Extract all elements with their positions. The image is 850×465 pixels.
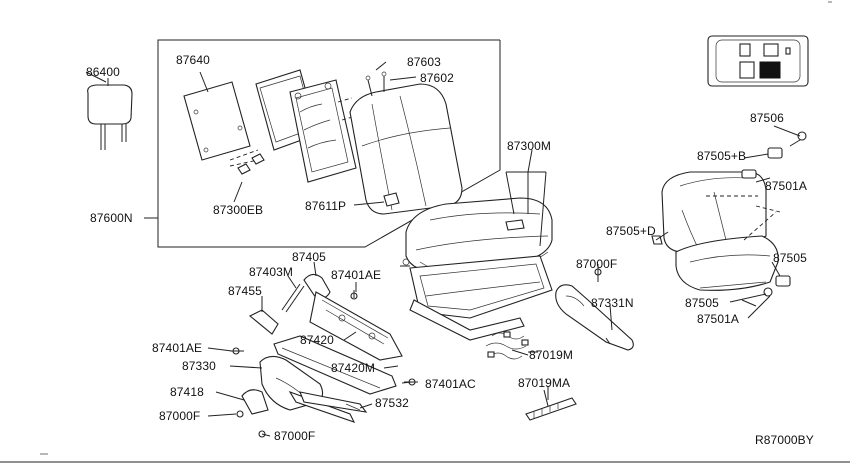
- callout-87331n: 87331N: [591, 296, 634, 310]
- callout-87640: 87640: [176, 53, 210, 67]
- headrest-86400: [87, 78, 133, 150]
- callout-87600n: 87600N: [90, 211, 133, 225]
- callout-87505-right: 87505: [773, 251, 807, 265]
- callout-87505d: 87505+D: [606, 224, 656, 238]
- leader-lines: [85, 61, 801, 437]
- seat-back-frame: [289, 79, 357, 183]
- callout-87000f-left: 87000F: [159, 409, 201, 423]
- callout-87000f-mid: 87000F: [576, 257, 618, 271]
- catalog-code: R87000BY: [755, 433, 814, 447]
- callout-87501a-top: 87501A: [765, 179, 807, 193]
- callout-87505b: 87505+B: [697, 149, 747, 163]
- back-panel-87640: [183, 71, 265, 175]
- callout-87401ae-top: 87401AE: [331, 268, 382, 282]
- callout-87401ae-left: 87401AE: [152, 341, 203, 355]
- callout-87405: 87405: [292, 250, 326, 264]
- group-bracket: [157, 39, 501, 248]
- callout-87420m: 87420M: [331, 361, 375, 375]
- callout-87501a-low: 87501A: [697, 312, 739, 326]
- right-seat-assembly: [651, 131, 807, 307]
- callout-87401ac: 87401AC: [425, 377, 476, 391]
- callout-87000f-bottom: 87000F: [274, 429, 316, 443]
- callout-87330: 87330: [182, 359, 216, 373]
- wiring-harness-87019m: [485, 331, 538, 360]
- callout-87420: 87420: [300, 333, 334, 347]
- seat-back-cushion-87602: [349, 71, 463, 215]
- callout-87602: 87602: [420, 71, 454, 85]
- callout-87505-low: 87505: [685, 296, 719, 310]
- connector-87019ma: [525, 389, 577, 421]
- callout-87506: 87506: [750, 111, 784, 125]
- callout-87300eb: 87300EB: [213, 203, 264, 217]
- callout-87603: 87603: [407, 55, 441, 69]
- callout-87455: 87455: [228, 284, 262, 298]
- callout-87019ma: 87019MA: [518, 376, 571, 390]
- callout-87418: 87418: [170, 385, 204, 399]
- callout-86400: 86400: [86, 65, 120, 79]
- recliner-mechanism: [230, 273, 418, 438]
- callout-87532: 87532: [375, 396, 409, 410]
- callout-87019m: 87019M: [529, 348, 573, 362]
- vehicle-location-icon: [707, 35, 809, 87]
- callout-87403m: 87403M: [249, 265, 293, 279]
- callout-87611p: 87611P: [305, 199, 347, 213]
- callout-87300m: 87300M: [507, 139, 551, 153]
- seat-cushion-frame: [400, 255, 553, 341]
- finisher-87331n: [555, 268, 634, 351]
